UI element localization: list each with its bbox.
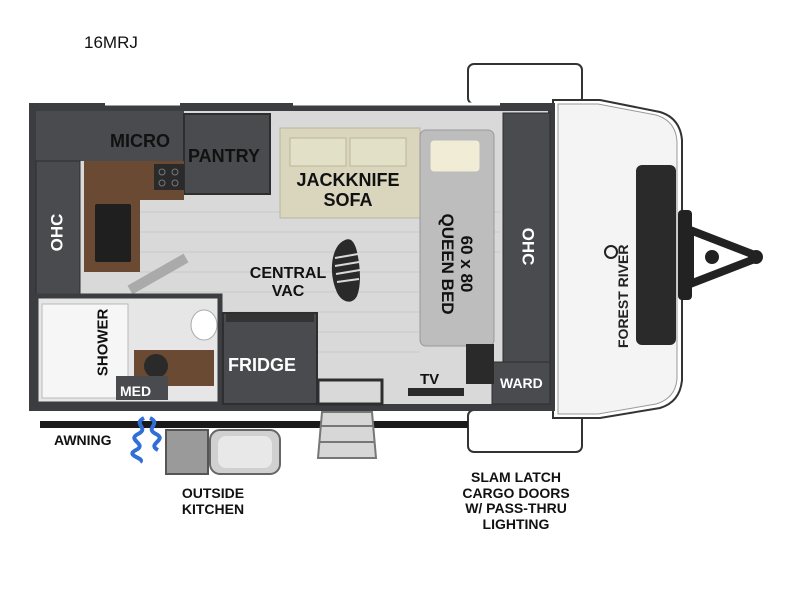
central-vac-label: CENTRAL VAC: [246, 265, 330, 301]
propane-tank-icon: [165, 429, 281, 475]
model-name: 16MRJ: [84, 33, 138, 52]
entry-door: [316, 378, 384, 406]
ohc-left-label: OHC: [47, 213, 67, 252]
cargo-label-line3: W/ PASS-THRU: [465, 500, 567, 517]
micro-cabinet: [36, 111, 184, 161]
bathroom: [33, 293, 223, 407]
cargo-doors-label: SLAM LATCH CARGO DOORS W/ PASS-THRU LIGH…: [452, 469, 580, 533]
footprint-icon: [331, 239, 361, 302]
queen-bed: [419, 129, 495, 347]
central-vac-label-line2: VAC: [271, 282, 305, 300]
logo-icon: FOREST RIVER: [604, 245, 631, 348]
tv-label: TV: [420, 371, 440, 388]
jackknife-sofa: [279, 127, 421, 219]
wardrobe: [491, 361, 551, 405]
outside-kitchen-label-line1: OUTSIDE: [181, 485, 245, 501]
left-ohc-cabinet: [35, 160, 81, 297]
cargo-doors: [467, 63, 583, 453]
logo-text: FOREST RIVER: [615, 245, 631, 348]
med-label: MED: [120, 383, 152, 399]
cargo-label-line1: SLAM LATCH: [471, 469, 561, 485]
awning-label: AWNING: [54, 432, 112, 448]
hose-icon: [130, 416, 162, 464]
central-vac-label-line1: CENTRAL: [249, 265, 327, 282]
right-ohc-cabinet: [502, 112, 551, 364]
outside-kitchen-label: OUTSIDE KITCHEN: [172, 485, 254, 517]
sink: [95, 204, 131, 262]
sofa-label: JACKKNIFE SOFA: [290, 170, 406, 210]
outside-kitchen-label-line2: KITCHEN: [181, 500, 245, 517]
bed-label-line2: QUEEN BED: [438, 213, 457, 315]
fridge: [222, 312, 318, 405]
sofa-label-line1: JACKKNIFE: [296, 170, 400, 190]
front-cap: [552, 99, 683, 419]
bed-label-line1: 60 x 80: [457, 235, 477, 293]
awning-icon: [40, 421, 468, 428]
bed-label: 60 x 80 QUEEN BED: [438, 204, 476, 324]
micro-label: MICRO: [110, 131, 170, 151]
ohc-right-label: OHC: [518, 227, 538, 266]
stove: [154, 164, 184, 190]
hitch-icon: [678, 210, 763, 300]
cargo-label-line4: LIGHTING: [482, 516, 550, 533]
tv-unit: [408, 388, 464, 396]
pantry-cabinet: [183, 113, 271, 195]
sofa-label-line2: SOFA: [323, 190, 373, 211]
pantry-label: PANTRY: [188, 146, 260, 166]
cargo-label-line2: CARGO DOORS: [462, 484, 570, 501]
ward-label: WARD: [500, 375, 543, 391]
shower-label: SHOWER: [94, 308, 112, 377]
fridge-label: FRIDGE: [228, 355, 297, 375]
